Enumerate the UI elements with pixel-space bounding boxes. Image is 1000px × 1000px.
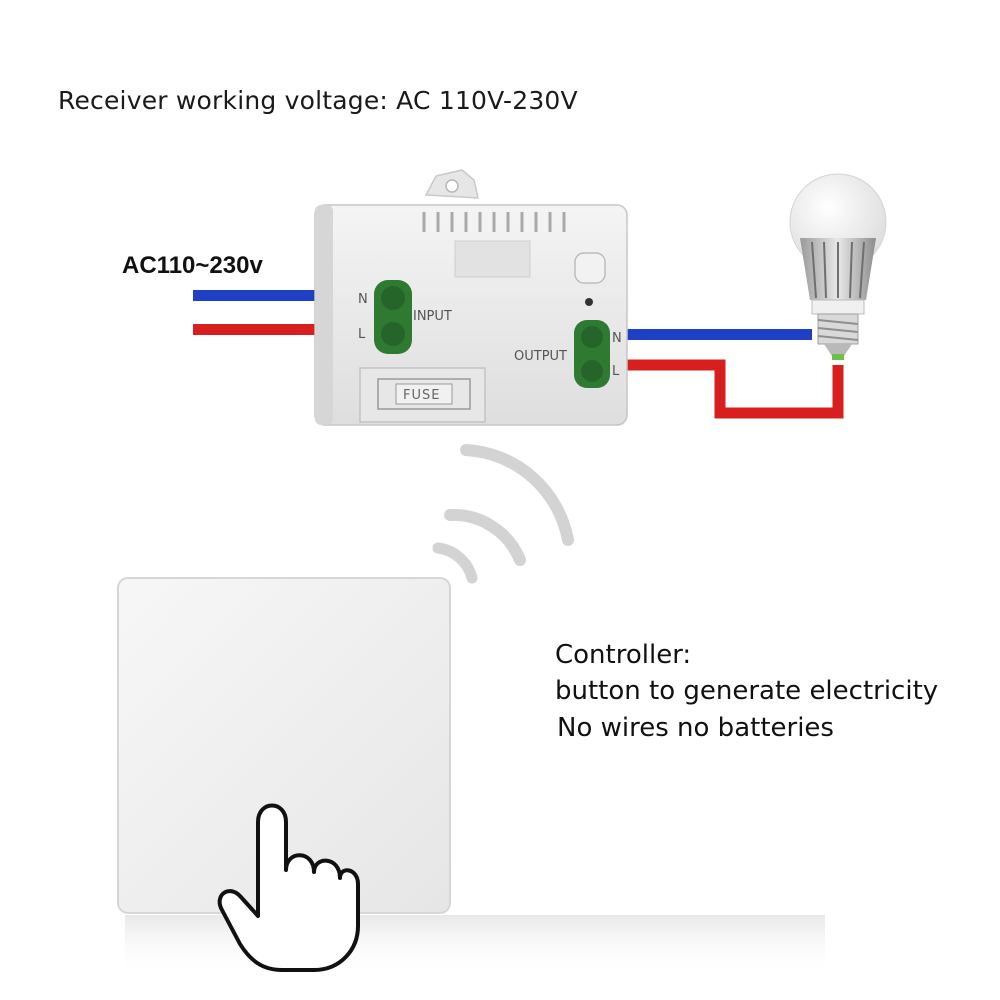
vent-slots: [422, 212, 566, 232]
supply-voltage-label: AC110~230v: [122, 252, 263, 279]
input-label: INPUT: [413, 309, 452, 324]
pairing-button: [574, 252, 606, 284]
mounting-hole: [445, 179, 459, 193]
input-n-label: N: [358, 292, 368, 307]
output-neutral-wire: [625, 329, 812, 340]
light-bulb: [789, 173, 887, 360]
status-led: [585, 298, 593, 306]
output-l-label: L: [612, 364, 620, 379]
output-terminal-block: [574, 320, 610, 388]
wireless-signal-icon: [432, 444, 574, 584]
output-live-wire: [625, 359, 844, 419]
receiver-module: N L INPUT OUTPUT N L FUSE: [314, 169, 628, 426]
input-terminal-block: [374, 280, 412, 354]
output-label: OUTPUT: [514, 349, 567, 364]
fuse-cover: [359, 367, 486, 423]
controller-feature-1: button to generate electricity: [555, 676, 939, 706]
housing-side: [315, 205, 333, 425]
pointing-hand-icon: [217, 803, 360, 972]
controller-feature-2: No wires no batteries: [557, 713, 834, 743]
fuse-label: FUSE: [403, 388, 440, 403]
input-l-label: L: [358, 327, 366, 342]
controller-heading: Controller:: [555, 640, 692, 670]
input-live-wire: [193, 324, 330, 335]
bulb-base: [817, 313, 859, 360]
label-window: [454, 240, 531, 278]
input-neutral-wire: [193, 290, 330, 301]
output-n-label: N: [612, 331, 622, 346]
input-wires: [193, 290, 330, 335]
fuse-holder: [377, 378, 471, 410]
voltage-headline: Receiver working voltage: AC 110V-230V: [58, 86, 578, 115]
output-wires: [625, 329, 844, 419]
